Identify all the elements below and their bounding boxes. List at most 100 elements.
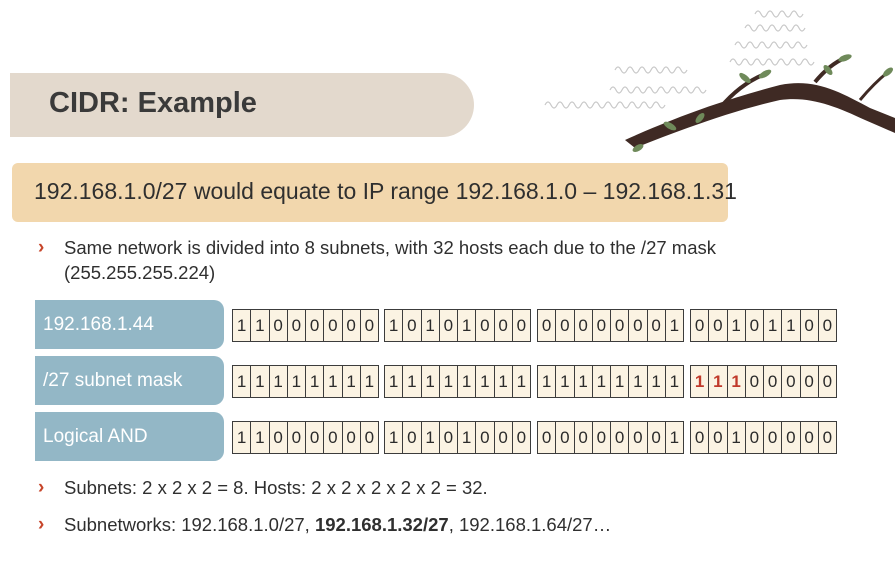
chevron-right-icon: › — [38, 477, 45, 498]
bit-cell: 1 — [403, 366, 422, 397]
bit-cell: 1 — [385, 310, 404, 341]
bit-cell: 0 — [818, 422, 836, 453]
bullet-subnet-host-math: › Subnets: 2 x 2 x 2 = 8. Hosts: 2 x 2 x… — [38, 475, 488, 500]
bit-cell: 0 — [324, 422, 343, 453]
bit-cell: 0 — [360, 310, 378, 341]
bit-cell: 0 — [592, 422, 611, 453]
title-band: CIDR: Example — [10, 73, 474, 137]
bit-cell: 0 — [269, 310, 288, 341]
bit-cell: 0 — [764, 422, 783, 453]
bit-cell: 0 — [439, 310, 458, 341]
bit-cell: 0 — [306, 310, 325, 341]
bit-cell: 0 — [538, 422, 557, 453]
bit-cell: 1 — [458, 310, 477, 341]
bit-cell: 0 — [745, 422, 764, 453]
bit-cell: 0 — [691, 422, 710, 453]
bit-cell: 1 — [494, 366, 513, 397]
bit-cell: 0 — [764, 366, 783, 397]
bit-cell: 0 — [287, 310, 306, 341]
bit-cell: 1 — [611, 366, 630, 397]
bit-cell: 0 — [709, 422, 728, 453]
bit-cell: 1 — [727, 422, 746, 453]
tree-branch-illustration — [544, 10, 895, 152]
bit-cell: 0 — [324, 310, 343, 341]
bit-cell: 0 — [800, 366, 819, 397]
bit-cell: 1 — [691, 366, 710, 397]
bit-cell: 1 — [512, 366, 530, 397]
bullet-text: Subnetworks: 192.168.1.0/27, 192.168.1.3… — [64, 514, 612, 535]
bit-cell: 1 — [727, 366, 746, 397]
bit-cell: 1 — [421, 366, 440, 397]
bit-cell: 0 — [512, 310, 530, 341]
bit-cell: 0 — [592, 310, 611, 341]
bit-cell: 1 — [629, 366, 648, 397]
bit-cell: 1 — [287, 366, 306, 397]
bit-cell: 0 — [691, 310, 710, 341]
bit-cell: 1 — [342, 366, 361, 397]
bit-cell: 0 — [574, 422, 593, 453]
bit-cell: 0 — [800, 422, 819, 453]
chevron-right-icon: › — [38, 514, 45, 535]
page-title: CIDR: Example — [49, 87, 257, 119]
chevron-right-icon: › — [38, 237, 45, 258]
bit-cell: 0 — [439, 422, 458, 453]
row-label-and: Logical AND — [35, 412, 224, 461]
bit-cell: 0 — [782, 422, 801, 453]
bit-cell: 1 — [727, 310, 746, 341]
bit-cell: 0 — [476, 310, 495, 341]
bit-cell: 0 — [269, 422, 288, 453]
bit-cell: 1 — [574, 366, 593, 397]
bit-cell: 1 — [324, 366, 343, 397]
bit-cell: 0 — [403, 310, 422, 341]
bit-cell: 1 — [385, 366, 404, 397]
bit-cell: 0 — [629, 310, 648, 341]
bit-cell: 0 — [556, 310, 575, 341]
bit-cell: 1 — [538, 366, 557, 397]
bit-cell: 1 — [306, 366, 325, 397]
bit-cell: 1 — [360, 366, 378, 397]
bit-cell: 0 — [782, 366, 801, 397]
bit-cell: 1 — [233, 310, 252, 341]
bit-cell: 0 — [611, 422, 630, 453]
bit-cell: 1 — [476, 366, 495, 397]
bit-cell: 0 — [403, 422, 422, 453]
bit-cell: 1 — [421, 310, 440, 341]
bit-cell: 0 — [574, 310, 593, 341]
bit-cell: 1 — [385, 422, 404, 453]
bit-cell: 1 — [665, 310, 683, 341]
bit-cell: 1 — [556, 366, 575, 397]
bit-cell: 0 — [647, 422, 666, 453]
bit-cell: 0 — [360, 422, 378, 453]
bit-cell: 0 — [745, 366, 764, 397]
bullet-text-line1: Same network is divided into 8 subnets, … — [64, 237, 716, 258]
bit-cell: 0 — [647, 310, 666, 341]
bit-cell: 0 — [800, 310, 819, 341]
bit-cell: 0 — [287, 422, 306, 453]
bit-cell: 1 — [592, 366, 611, 397]
bit-cell: 1 — [233, 422, 252, 453]
bit-cell: 0 — [745, 310, 764, 341]
bit-cell: 0 — [818, 310, 836, 341]
bit-cell: 1 — [665, 422, 683, 453]
bit-cell: 1 — [764, 310, 783, 341]
highlighted-subnet: 192.168.1.32/27 — [314, 514, 449, 535]
bit-cell: 0 — [494, 422, 513, 453]
bit-cell: 1 — [709, 366, 728, 397]
cidr-range-text: 192.168.1.0/27 would equate to IP range … — [34, 178, 737, 204]
bit-cell: 0 — [342, 422, 361, 453]
bullet-text: Subnets: 2 x 2 x 2 = 8. Hosts: 2 x 2 x 2… — [64, 477, 488, 498]
bit-cell: 0 — [709, 310, 728, 341]
bit-cell: 0 — [556, 422, 575, 453]
bit-cell: 1 — [251, 422, 270, 453]
bit-cell: 0 — [611, 310, 630, 341]
bit-cell: 0 — [494, 310, 513, 341]
bit-cell: 0 — [476, 422, 495, 453]
